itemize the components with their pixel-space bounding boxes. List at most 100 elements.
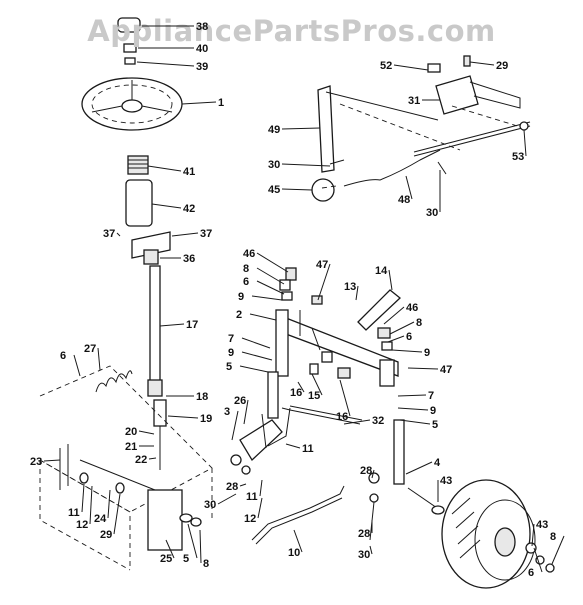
callout-c27: 27: [84, 343, 96, 355]
callout-c41: 41: [183, 166, 195, 178]
callout-c2: 2: [236, 309, 242, 321]
callout-c8c: 8: [416, 317, 422, 329]
leader-line: [138, 430, 155, 435]
leader-line: [241, 337, 271, 349]
leader-line: [281, 188, 313, 191]
callout-c46a: 46: [243, 248, 255, 260]
callout-c26: 26: [234, 395, 246, 407]
leader-line: [523, 129, 527, 157]
callout-c9b: 9: [228, 347, 234, 359]
callout-c29a: 29: [100, 529, 112, 541]
callout-c30a: 30: [268, 159, 280, 171]
callout-c3: 3: [224, 406, 230, 418]
spindle-left: [267, 267, 297, 419]
callout-c30d: 30: [358, 549, 370, 561]
callout-c12a: 12: [76, 519, 88, 531]
leader-line: [165, 539, 175, 559]
leader-line: [257, 497, 263, 519]
leader-line: [81, 483, 85, 513]
leader-line: [241, 351, 273, 361]
leader-line: [405, 175, 413, 200]
callout-c28b: 28: [358, 528, 370, 540]
leader-line: [151, 203, 182, 209]
callout-c20: 20: [125, 426, 137, 438]
leader-line: [147, 165, 182, 172]
steering-bushing: [125, 179, 153, 227]
callout-c38: 38: [196, 21, 208, 33]
lift-dash: [321, 103, 525, 189]
callout-c10: 10: [288, 547, 300, 559]
callout-c17: 17: [186, 319, 198, 331]
leader-line: [355, 285, 359, 301]
leader-line: [251, 295, 283, 301]
pivot-bracket: [79, 472, 202, 551]
callout-c45: 45: [268, 184, 280, 196]
callout-c25: 25: [160, 553, 172, 565]
leader-line: [159, 323, 185, 327]
callout-c5a: 5: [183, 553, 189, 565]
leader-line: [311, 373, 323, 396]
callout-c5b: 5: [226, 361, 232, 373]
callout-c11b: 11: [302, 443, 314, 455]
leader-line: [317, 263, 331, 301]
callout-c22: 22: [135, 454, 147, 466]
leader-line: [259, 479, 263, 497]
leader-line: [397, 407, 429, 411]
callout-c16a: 16: [290, 387, 302, 399]
leader-line: [113, 493, 121, 535]
callout-c8d: 8: [550, 531, 556, 543]
leader-line: [533, 547, 543, 573]
callout-c6d: 6: [528, 567, 534, 579]
leader-line: [389, 321, 415, 335]
steering-bracket: [131, 231, 171, 265]
front-wheel: [441, 479, 555, 589]
leader-line: [399, 419, 431, 425]
leader-line: [297, 381, 305, 393]
leader-line: [281, 127, 321, 130]
lift-handle: [317, 85, 439, 173]
leader-line: [217, 493, 237, 505]
leader-line: [187, 523, 198, 559]
leader-line: [397, 394, 427, 397]
callout-c24: 24: [94, 513, 107, 525]
callout-c47b: 47: [440, 364, 452, 376]
leader-line: [371, 469, 375, 479]
leader-line: [256, 280, 285, 295]
callout-c9a: 9: [238, 291, 244, 303]
leader-line: [239, 365, 269, 373]
leader-line: [343, 419, 371, 425]
callout-c4: 4: [434, 457, 441, 469]
leader-line: [551, 535, 565, 565]
callout-c39: 39: [196, 61, 208, 73]
leader-line: [383, 306, 405, 325]
callout-c9c: 9: [424, 347, 430, 359]
leader-line: [388, 269, 393, 291]
callout-c8a: 8: [203, 558, 209, 570]
steering-arm: [230, 413, 283, 475]
callout-c37a: 37: [103, 228, 115, 240]
leader-line: [116, 232, 121, 237]
callout-c13: 13: [344, 281, 356, 293]
leader-line: [171, 232, 199, 237]
drag-link: [267, 405, 363, 447]
lift-plate: [435, 75, 521, 115]
leader-line: [256, 267, 285, 285]
callout-c36: 36: [183, 253, 195, 265]
leader-line: [387, 335, 405, 343]
axle-pin: [309, 289, 401, 379]
leader-line: [167, 415, 199, 419]
callout-c48: 48: [398, 194, 410, 206]
leader-line: [407, 367, 439, 370]
leader-line: [43, 459, 61, 462]
callout-c46b: 46: [406, 302, 418, 314]
leader-line: [181, 101, 217, 105]
leader-line: [199, 529, 202, 564]
leader-line: [89, 485, 93, 525]
callout-c15: 15: [308, 390, 320, 402]
callout-c28c: 28: [226, 481, 238, 493]
spindle-right: [377, 327, 405, 485]
callout-c14: 14: [375, 265, 388, 277]
callout-c5c: 5: [432, 419, 438, 431]
